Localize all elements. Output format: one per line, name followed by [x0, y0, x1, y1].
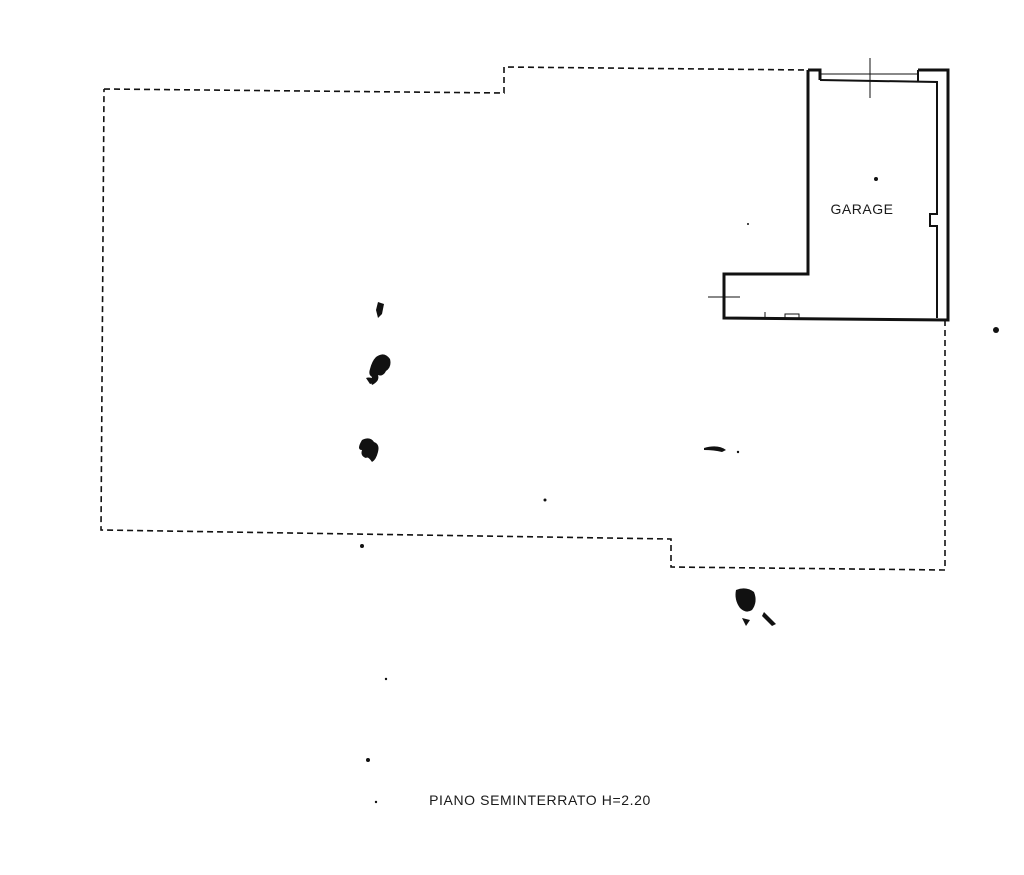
basement-dashed-outline [100, 66, 946, 571]
garage-bottom-notch [784, 313, 800, 319]
garage-inner-wall [819, 79, 938, 318]
margin-dot [993, 327, 999, 333]
garage-dot [874, 177, 878, 181]
plan-title: PIANO SEMINTERRATO H=2.20 [429, 792, 651, 808]
room-label-garage: GARAGE [830, 201, 894, 217]
garage-outer-wall [722, 68, 950, 322]
scan-specks [359, 223, 776, 804]
